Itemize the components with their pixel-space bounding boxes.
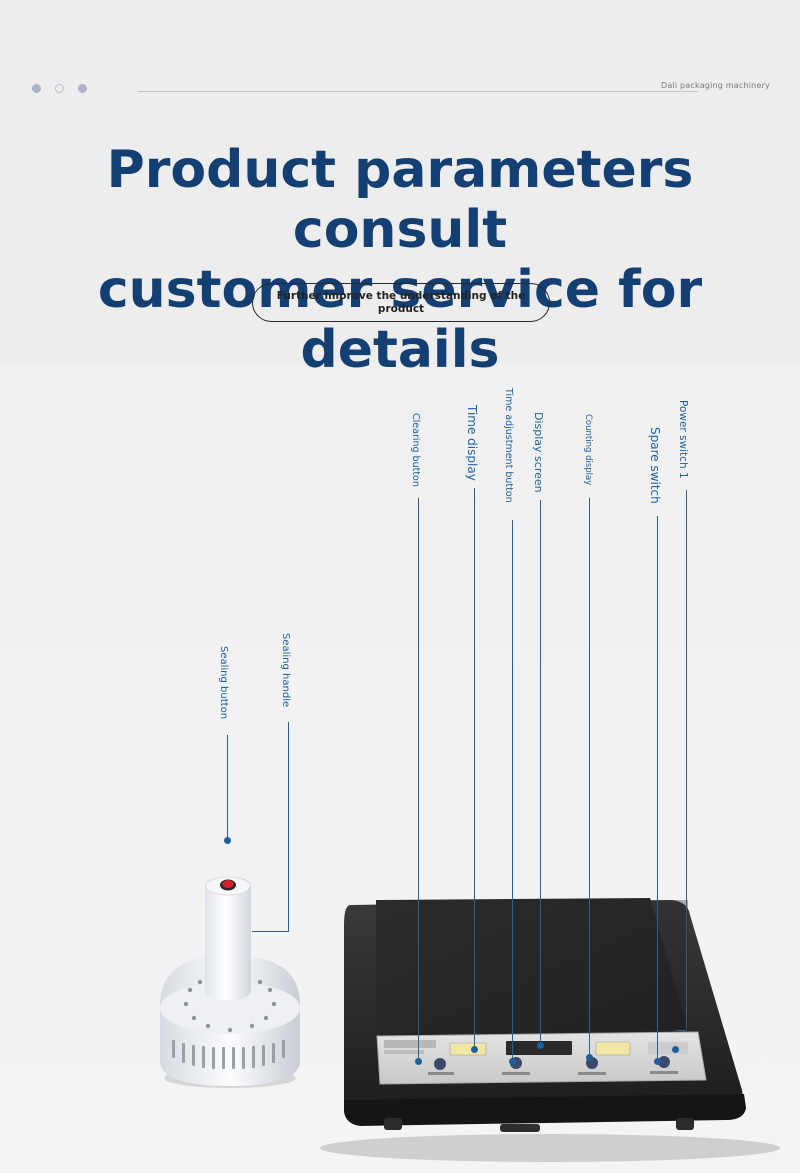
- subtitle-pill: Further improve the understanding of the…: [252, 283, 550, 322]
- power-switch-leader: [686, 490, 688, 1030]
- title-line-2: customer service for details: [97, 260, 703, 380]
- sealing-handle-label: Sealing handle: [280, 633, 291, 708]
- display-screen-leader: [540, 500, 542, 1046]
- time-adjustment-point: [509, 1058, 516, 1065]
- sealing-handle-leader: [288, 722, 290, 932]
- header-rule: [138, 91, 698, 92]
- dot-icon[interactable]: [78, 84, 87, 93]
- sealing-handle-leader-tail: [252, 931, 289, 933]
- counting-display-point: [586, 1054, 593, 1061]
- title-line-1: Product parameters consult: [106, 140, 694, 260]
- spare-switch-point: [654, 1058, 661, 1065]
- dot-icon[interactable]: [32, 84, 41, 93]
- brand-name: Dali packaging machinery: [660, 81, 770, 90]
- sealing-machine: [344, 898, 746, 1132]
- time-display-label: Time display: [465, 405, 479, 481]
- red-seal-button: [222, 880, 234, 888]
- counting-display-label: Counting display: [583, 414, 593, 486]
- carousel-dots: [32, 84, 87, 93]
- time-adjustment-label: Time adjustment button: [503, 388, 514, 503]
- dot-icon[interactable]: [55, 84, 64, 93]
- time-adjustment-leader: [512, 520, 514, 1062]
- spare-switch-label: Spare switch: [648, 427, 662, 504]
- power-switch-point: [672, 1046, 679, 1053]
- time-display-point: [471, 1046, 478, 1053]
- display-screen-point: [537, 1042, 544, 1049]
- machine-shadow: [320, 1134, 780, 1162]
- clearing-button-point: [415, 1058, 422, 1065]
- display-screen-label: Display screen: [532, 412, 545, 493]
- header-band: [0, 0, 800, 362]
- power-switch-leader-tail: [676, 1030, 686, 1032]
- sealing-button-point: [224, 837, 231, 844]
- counting-display-leader: [589, 498, 591, 1058]
- clearing-button-leader: [418, 498, 420, 1062]
- clearing-button-label: Clearing button: [410, 413, 421, 487]
- spare-switch-leader: [657, 516, 659, 1062]
- sealing-button-label: Sealing button: [218, 646, 229, 720]
- sealing-handle-unit: [160, 876, 300, 1088]
- time-display-leader: [474, 488, 476, 1050]
- sealing-button-leader: [227, 735, 229, 839]
- power-switch-label: Power switch 1: [677, 400, 689, 479]
- page-title: Product parameters consult customer serv…: [0, 140, 800, 380]
